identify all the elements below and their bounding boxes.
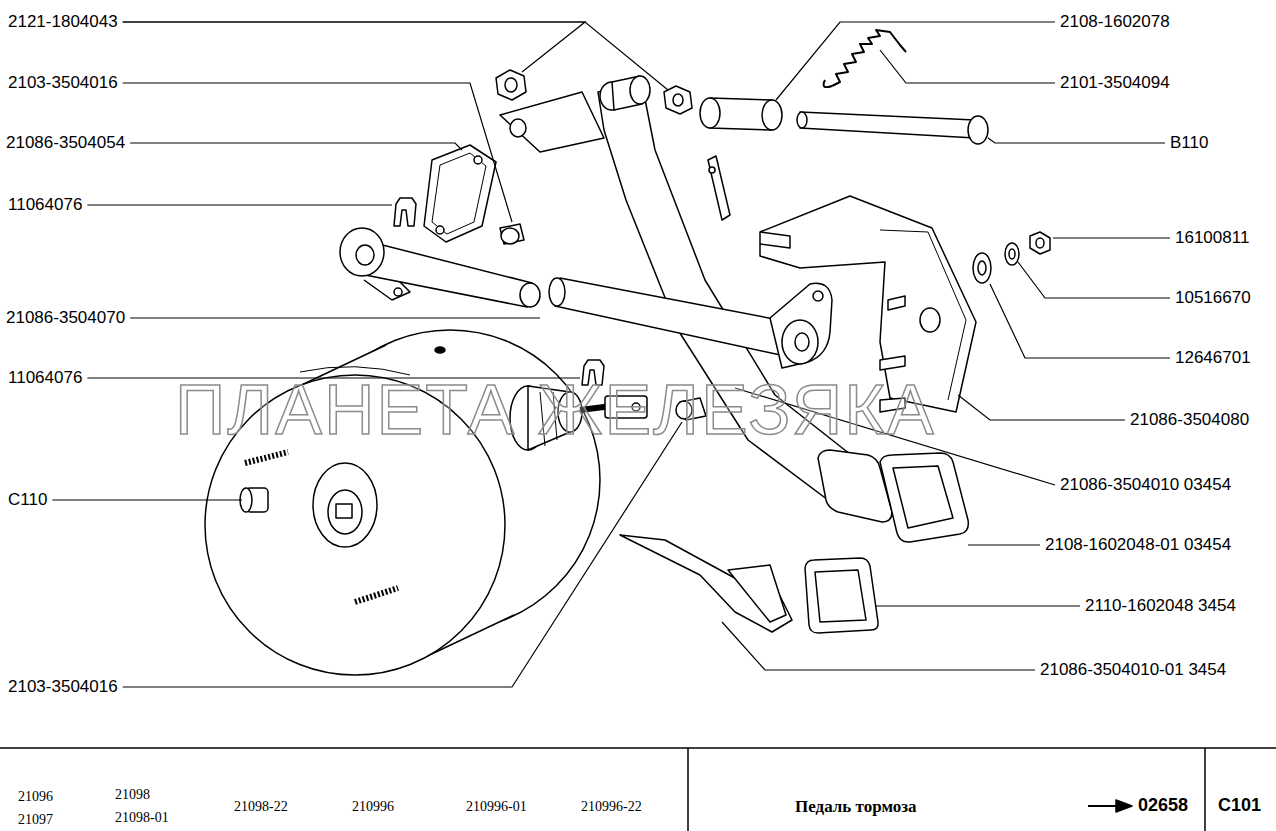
- bracket: [424, 145, 496, 242]
- part-number: 16100811: [1175, 228, 1249, 248]
- part-number: 21086-3504080: [1130, 410, 1249, 430]
- leader-line: [968, 544, 1040, 545]
- leader-line: [876, 605, 1080, 606]
- model-code: 21098: [115, 787, 150, 804]
- leader-line: [776, 22, 1055, 100]
- nut: [496, 70, 1050, 254]
- model-code: 21097: [18, 812, 53, 829]
- part-number: 10516670: [1175, 288, 1251, 308]
- part-number: 2103-3504016: [8, 677, 118, 697]
- leader-line: [1053, 237, 1170, 238]
- watermark: ПЛАНЕТА ЖЕЛЕЗЯКА: [175, 368, 936, 452]
- pedal-shaft: [549, 278, 832, 368]
- part-number: 21086-3504054: [6, 133, 125, 153]
- frame-line: [0, 747, 1276, 749]
- model-code: 21098-22: [234, 799, 288, 816]
- leader-line: [123, 22, 585, 72]
- spring: [824, 30, 906, 87]
- part-number: B110: [1170, 133, 1208, 153]
- frame-line: [1204, 748, 1206, 831]
- part-number: 2101-3504094: [1060, 73, 1170, 93]
- pedal-pad: [818, 450, 968, 542]
- model-code: 21096: [18, 789, 53, 806]
- part-number: 2103-3504016: [8, 73, 118, 93]
- model-code: 21098-01: [115, 810, 169, 827]
- sheet-code: C101: [1218, 795, 1261, 817]
- leader-line: [123, 422, 682, 687]
- part-number: 11064076: [8, 368, 82, 388]
- title: Педаль тормоза: [795, 797, 917, 817]
- model-code: 210996-22: [581, 799, 642, 816]
- page-number: 02658: [1138, 795, 1188, 817]
- part-number: 12646701: [1175, 348, 1251, 368]
- leader-line: [990, 284, 1170, 358]
- part-number: 2108-1602048-01 03454: [1045, 535, 1231, 555]
- leader-line: [87, 204, 392, 205]
- bolt: [797, 112, 988, 144]
- leader-line: [52, 499, 242, 500]
- leader-line: [123, 83, 512, 222]
- part-number: 21086-3504070: [6, 308, 125, 328]
- pedal-pad: [805, 558, 878, 633]
- part-number: 21086-3504010-01 3454: [1040, 660, 1226, 680]
- model-code: 210996: [352, 799, 394, 816]
- leader-line: [123, 22, 668, 90]
- leader-line: [1018, 262, 1170, 298]
- pedal: [620, 535, 792, 632]
- part-number: 2108-1602078: [1060, 12, 1170, 32]
- reference-arrow: [1088, 800, 1132, 812]
- leader-line: [722, 622, 1035, 670]
- pedal-shaft: [340, 228, 540, 307]
- model-code: 210996-01: [466, 799, 527, 816]
- frame-line: [687, 748, 689, 831]
- leader-line: [130, 143, 462, 150]
- part-number: 2110-1602048 3454: [1085, 596, 1236, 616]
- part-number: 21086-3504010 03454: [1060, 475, 1231, 495]
- leader-line: [988, 138, 1165, 143]
- leader-line: [880, 50, 1055, 83]
- part-number: 2121-1804043: [8, 12, 118, 32]
- leader-line: [130, 317, 540, 318]
- part-number: 11064076: [8, 195, 82, 215]
- part-number: C110: [8, 490, 47, 510]
- washer: [973, 243, 1019, 283]
- bushing: [700, 98, 782, 130]
- leader-line: [958, 395, 1125, 420]
